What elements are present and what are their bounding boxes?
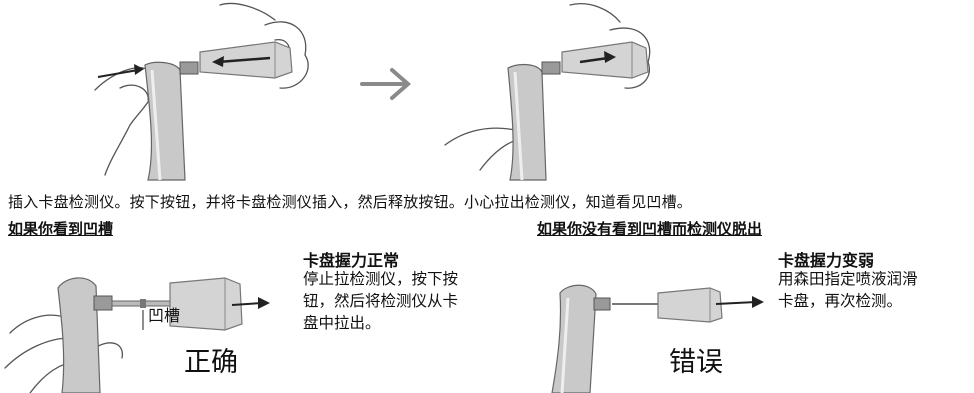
correct-case-text-line: 停止拉检测仪，按下按 (303, 270, 459, 288)
groove-visible-illustration (4, 277, 270, 393)
insert-illustration (94, 2, 309, 181)
incorrect-case-text-line: 用森田指定喷液润滑 (778, 270, 918, 288)
pull-illustration (444, 3, 651, 181)
correct-case-text: 停止拉检测仪，按下按 钮，然后将检测仪从卡 盘中拉出。 (303, 268, 513, 334)
correct-case-text-line: 钮，然后将检测仪从卡 (303, 292, 459, 310)
correct-case-heading: 如果你看到凹槽 (8, 220, 114, 238)
incorrect-case-heading: 如果你没有看到凹槽而检测仪脱出 (537, 220, 763, 238)
incorrect-case-text-line: 卡盘，再次检测。 (778, 292, 903, 310)
incorrect-case-subheading: 卡盘握力变弱 (778, 251, 875, 270)
correct-case-subheading: 卡盘握力正常 (303, 251, 400, 270)
incorrect-verdict: 错误 (669, 347, 723, 378)
correct-verdict: 正确 (184, 347, 238, 378)
tester-out-illustration (551, 284, 764, 393)
incorrect-case-text: 用森田指定喷液润滑 卡盘，再次检测。 (778, 268, 968, 312)
groove-label: 凹槽 (148, 306, 181, 325)
process-arrow-icon (360, 68, 412, 100)
instruction-text: 插入卡盘检测仪。按下按钮，并将卡盘检测仪插入，然后释放按钮。小心拉出检测仪，知道… (8, 193, 693, 211)
correct-case-text-line: 盘中拉出。 (303, 314, 381, 332)
